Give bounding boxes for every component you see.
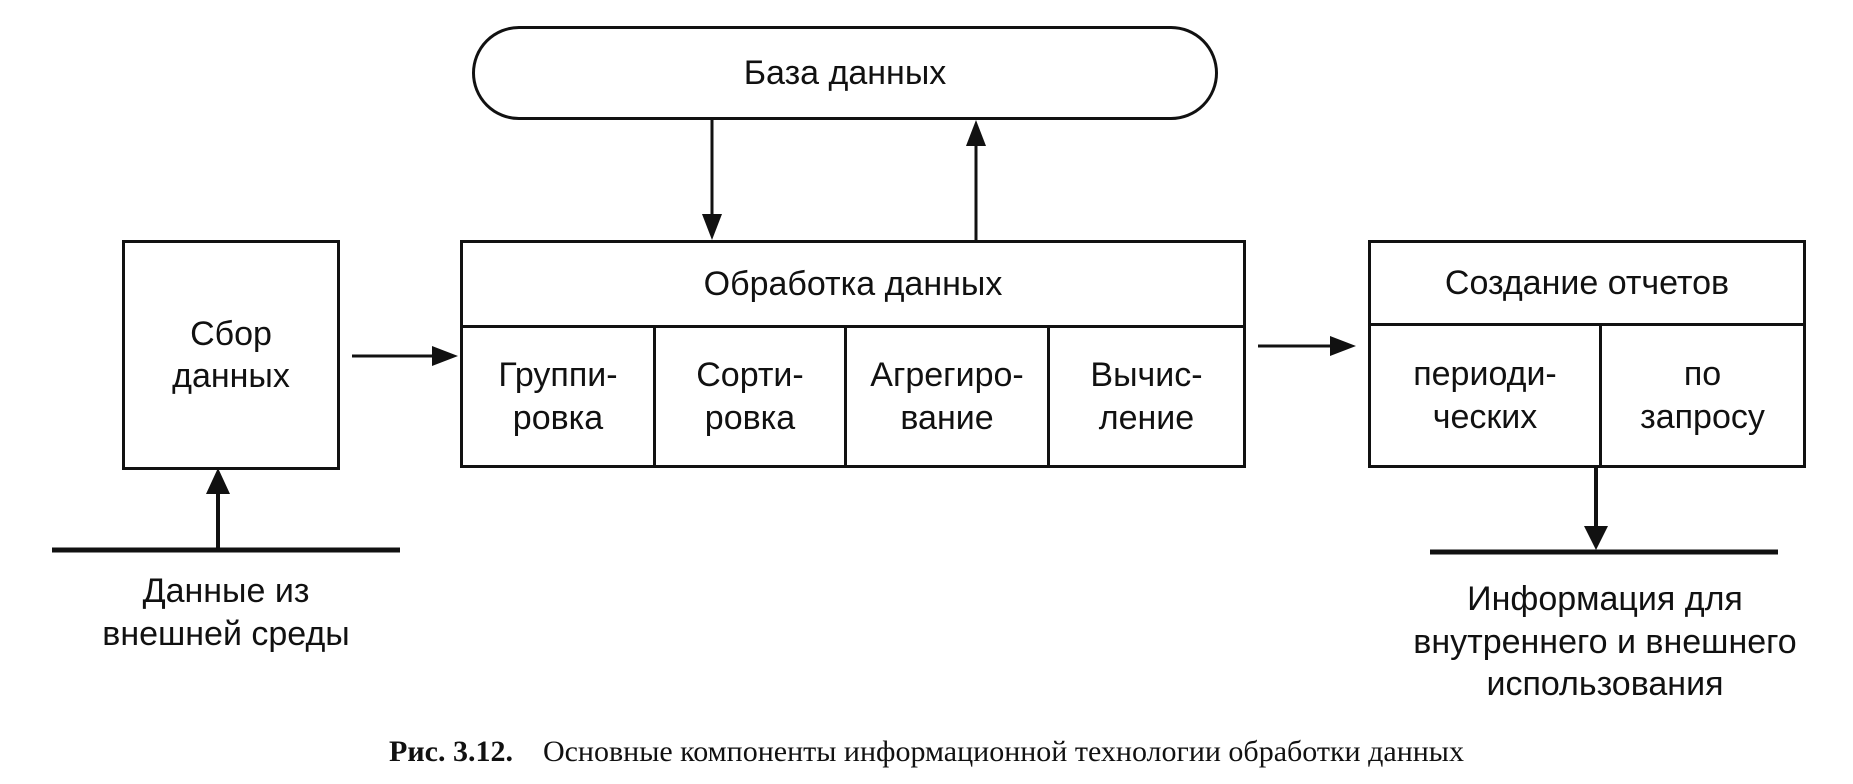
database-node: База данных [472,26,1218,120]
data-processing-node: Обработка данных Группи- ровка Сорти- ро… [460,240,1246,468]
sorting-line1: Сорти- [696,356,804,394]
report-creation-title: Создание отчетов [1444,263,1730,302]
processing-separator-3 [1047,328,1050,468]
figure-caption-text: Основные компоненты информационной техно… [542,735,1464,768]
periodic-line1: периоди- [1413,355,1557,393]
on-request-line1: по [1683,355,1722,393]
report-creation-node: Создание отчетов периоди- ческих по запр… [1368,240,1806,468]
aggregation-line2: вание [900,398,994,437]
grouping-line1: Группи- [498,356,618,394]
calculation-line2: ление [1098,398,1195,437]
on-request-line2: запросу [1640,397,1765,436]
output-target-line1: Информация для [1467,580,1743,618]
database-label: База данных [743,53,947,92]
input-source-line1: Данные из [142,572,310,610]
arrowhead-right-processing [432,346,458,366]
processing-step-calculation: Вычис- ление [1050,328,1243,465]
output-target-line2: внутреннего и внешнего [1413,622,1797,661]
arrowhead-down-processing [702,214,722,240]
processing-step-sorting: Сорти- ровка [656,328,844,465]
arrowhead-right-reports [1330,336,1356,356]
reports-separator [1599,326,1602,468]
calculation-line1: Вычис- [1090,356,1203,394]
aggregation-line1: Агрегиро- [870,356,1024,394]
output-target-label: Информация для внутреннего и внешнего ис… [1390,578,1820,706]
data-processing-title: Обработка данных [703,264,1003,303]
data-collection-label: Сбор данных [125,243,337,467]
processing-separator-2 [844,328,847,468]
output-target-line3: использования [1486,665,1724,703]
figure-number: Рис. 3.12. [389,735,513,768]
input-source-label: Данные из внешней среды [52,570,400,655]
arrowhead-up-database [966,120,986,146]
figure-caption: Рис. 3.12. Основные компоненты информаци… [0,735,1853,769]
data-collection-node: Сбор данных [122,240,340,470]
processing-separator-1 [653,328,656,468]
input-source-line2: внешней среды [102,614,350,653]
processing-divider [463,325,1243,328]
arrowhead-up-collection [206,468,230,494]
data-collection-line1: Сбор [190,314,272,353]
processing-step-grouping: Группи- ровка [463,328,653,465]
report-type-on-request: по запросу [1602,326,1803,465]
reports-divider [1371,323,1803,326]
grouping-line2: ровка [512,398,604,437]
sorting-line2: ровка [704,398,796,437]
periodic-line2: ческих [1432,397,1538,436]
report-type-periodic: периоди- ческих [1371,326,1599,465]
processing-step-aggregation: Агрегиро- вание [847,328,1047,465]
data-collection-line2: данных [172,357,290,395]
arrowhead-down-output [1584,526,1608,550]
